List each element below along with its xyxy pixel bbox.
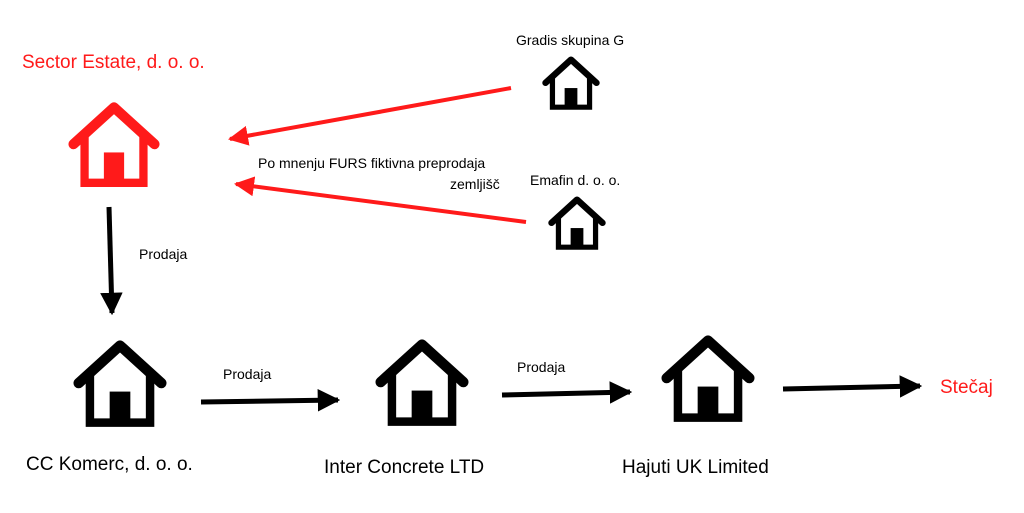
label-stecaj: Stečaj xyxy=(940,377,993,398)
label-inter-concrete: Inter Concrete LTD xyxy=(324,457,485,478)
arrow-inter-to-hajuti xyxy=(501,381,633,404)
label-sale-inter-to-hajuti: Prodaja xyxy=(517,359,566,375)
label-gradis: Gradis skupina G xyxy=(516,32,625,48)
house-icon-sector-estate xyxy=(74,107,155,182)
house-icon-gradis xyxy=(545,60,596,108)
label-sector-estate: Sector Estate, d. o. o. xyxy=(22,52,205,73)
arrow-gradis-to-sector xyxy=(228,86,512,146)
label-furs-note-line2: zemljišč xyxy=(450,176,500,192)
house-icon-cc-komerc xyxy=(79,346,162,423)
arrow-cc-to-inter xyxy=(200,389,341,412)
arrow-sector-to-cc xyxy=(100,206,123,316)
house-icon-emafin xyxy=(551,200,602,248)
arrow-emafin-to-sector xyxy=(234,176,527,224)
label-hajuti: Hajuti UK Limited xyxy=(622,457,769,478)
house-icon-hajuti xyxy=(667,341,750,418)
house-icon-inter-concrete xyxy=(381,345,464,422)
label-sale-cc-to-inter: Prodaja xyxy=(223,366,272,382)
label-furs-note-line1: Po mnenju FURS fiktivna preprodaja xyxy=(258,155,486,171)
label-cc-komerc: CC Komerc, d. o. o. xyxy=(26,454,193,475)
label-emafin: Emafin d. o. o. xyxy=(530,172,621,188)
label-sale-down: Prodaja xyxy=(139,246,188,262)
arrow-hajuti-to-stecaj xyxy=(782,375,923,398)
